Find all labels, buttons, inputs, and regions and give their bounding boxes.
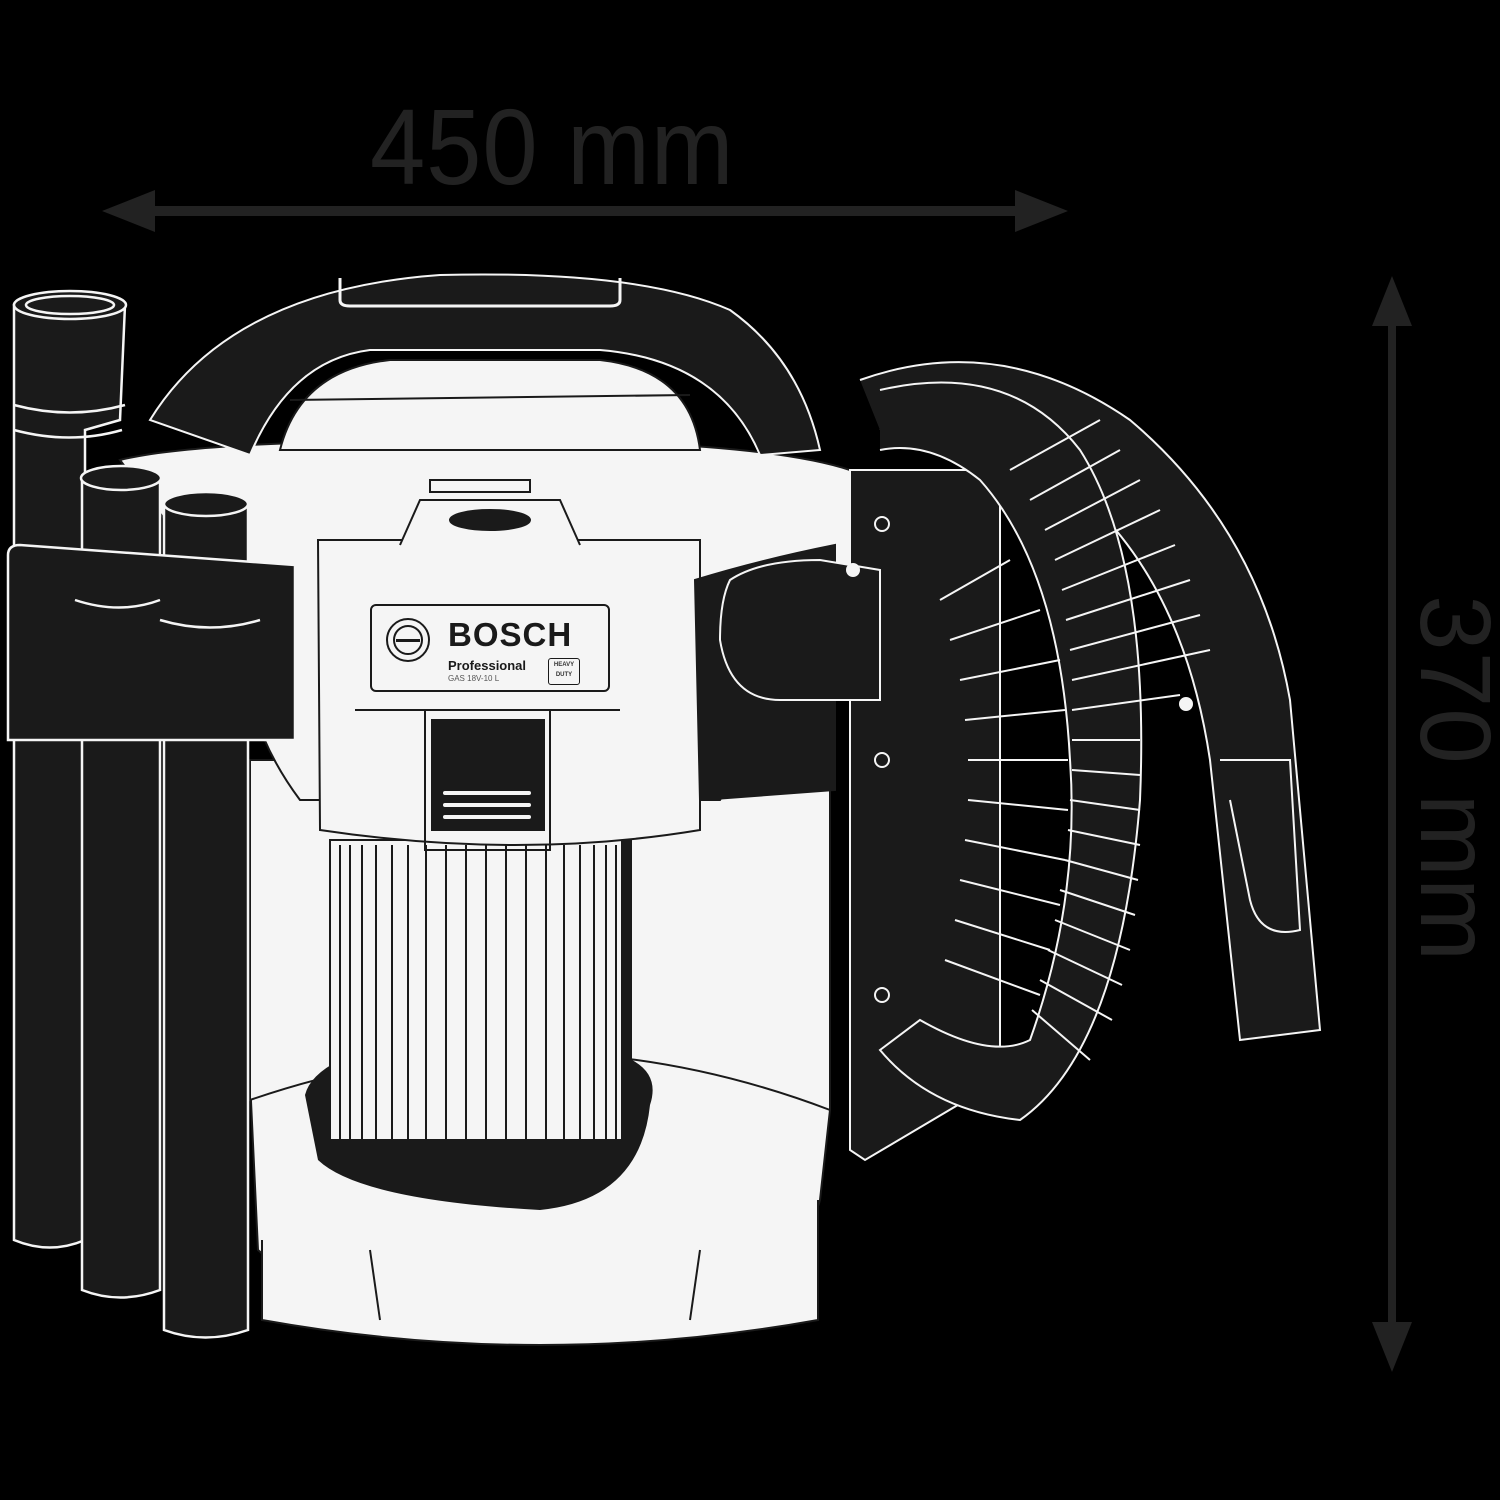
width-dimension-arrow bbox=[102, 190, 1068, 232]
heavy-duty-badge: HEAVY DUTY bbox=[548, 658, 580, 685]
front-latch bbox=[355, 709, 620, 851]
width-dimension-label: 450 mm bbox=[370, 86, 735, 207]
carry-handle bbox=[148, 273, 822, 457]
product-label: BOSCH Professional GAS 18V-10 L HEAVY DU… bbox=[370, 604, 610, 692]
height-dimension-arrow bbox=[1372, 276, 1412, 1372]
bosch-logo-icon bbox=[386, 618, 430, 662]
model-number: GAS 18V-10 L bbox=[448, 674, 500, 683]
brand-name: BOSCH bbox=[448, 616, 573, 653]
flexible-hose bbox=[718, 361, 1322, 1122]
top-latch bbox=[399, 479, 581, 546]
cartridge-filter bbox=[305, 839, 653, 1210]
product-line: Professional bbox=[448, 658, 527, 673]
badge-line-1: HEAVY bbox=[553, 662, 575, 668]
badge-line-2: DUTY bbox=[555, 672, 573, 678]
suction-tubes bbox=[6, 289, 297, 1339]
hose-ribs bbox=[939, 419, 1211, 1061]
